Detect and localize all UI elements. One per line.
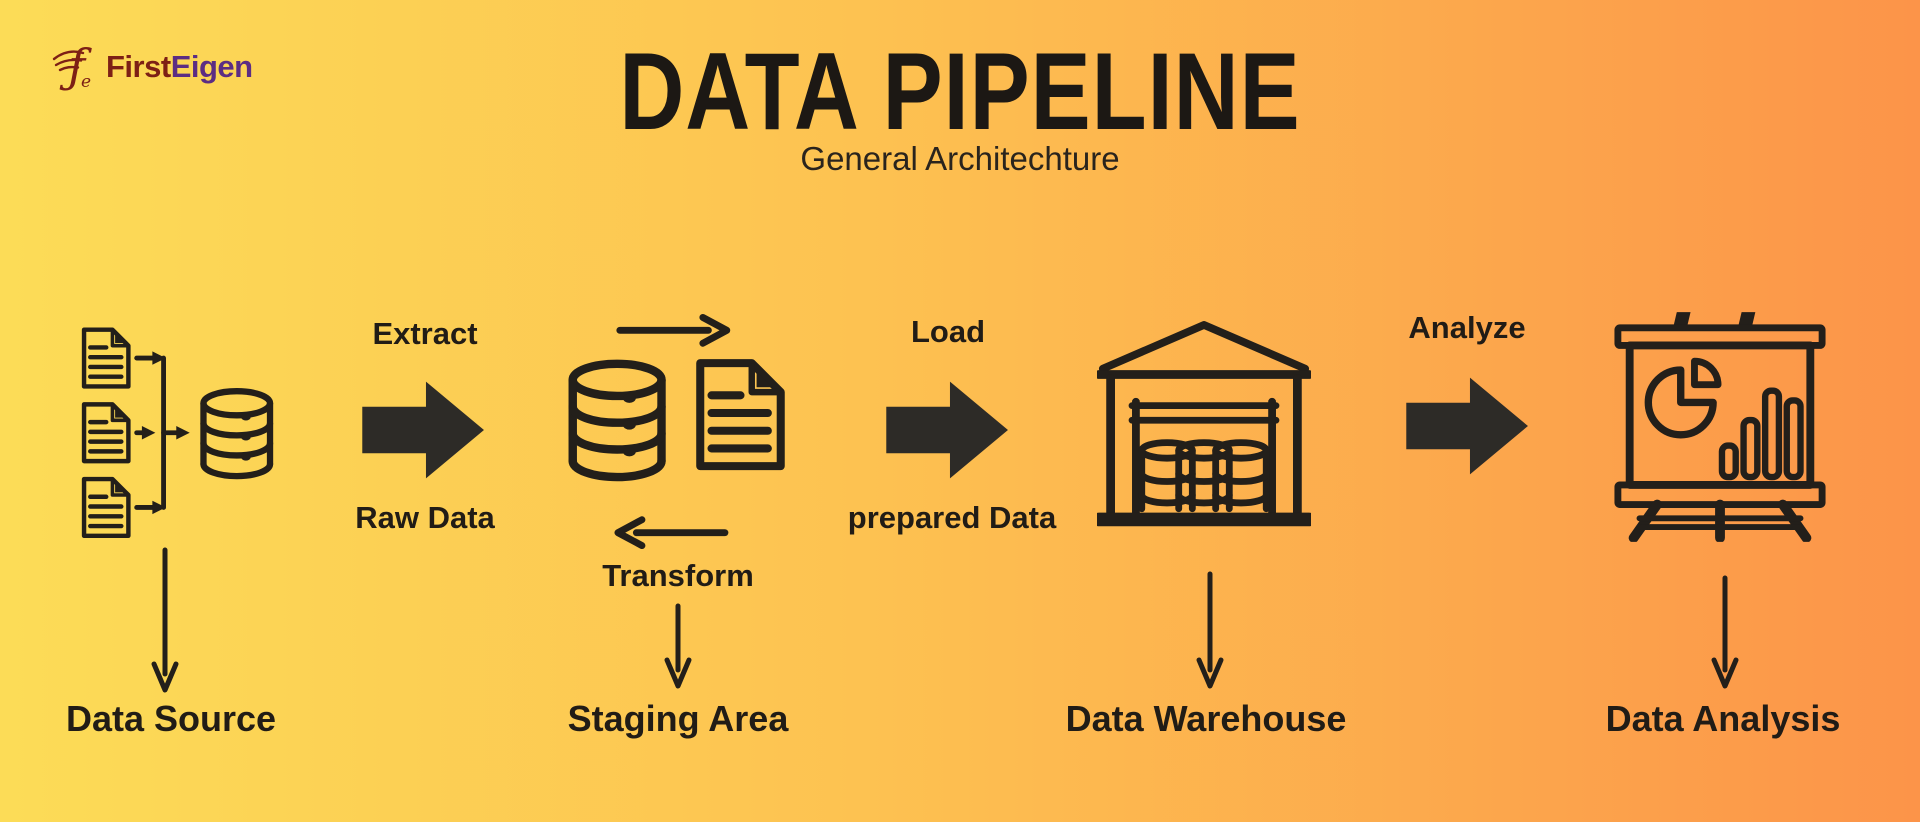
down-arrow-icon [1196, 571, 1224, 689]
database-document-sync-icon [556, 306, 800, 557]
stage-label-data-source: Data Source [65, 698, 277, 739]
down-arrow-icon [151, 547, 179, 693]
connector-label-extract: Extract [372, 316, 478, 351]
firsteigen-fe-icon: ƒ e [52, 39, 92, 93]
svg-text:e: e [81, 72, 91, 92]
page-title: DATA PIPELINE [619, 31, 1301, 154]
connector-label-load: Load [910, 314, 986, 349]
down-arrow-icon [664, 603, 692, 689]
logo-wordmark: FirstEigen [106, 49, 253, 85]
stage-label-staging-area: Staging Area [567, 698, 789, 739]
logo-word-eigen: Eigen [170, 49, 253, 84]
connector-label-raw-data: Raw Data [355, 500, 495, 535]
page-subtitle: General Architechture [800, 140, 1120, 177]
staging-transform-label: Transform [602, 558, 754, 593]
connector-label-prepared-data: prepared Data [847, 500, 1057, 535]
firsteigen-logo: ƒ e FirstEigen [52, 39, 253, 94]
connector-label-analyze: Analyze [1408, 310, 1526, 345]
block-arrow-right-icon [1406, 368, 1532, 484]
block-arrow-right-icon [886, 372, 1012, 488]
stage-label-data-warehouse: Data Warehouse [1065, 698, 1347, 739]
logo-word-first: First [106, 49, 171, 84]
presentation-charts-icon [1612, 308, 1828, 542]
documents-to-database-icon [68, 320, 292, 544]
warehouse-icon [1097, 320, 1311, 538]
down-arrow-icon [1711, 575, 1739, 689]
stage-label-data-analysis: Data Analysis [1605, 698, 1841, 739]
block-arrow-right-icon [362, 372, 488, 488]
